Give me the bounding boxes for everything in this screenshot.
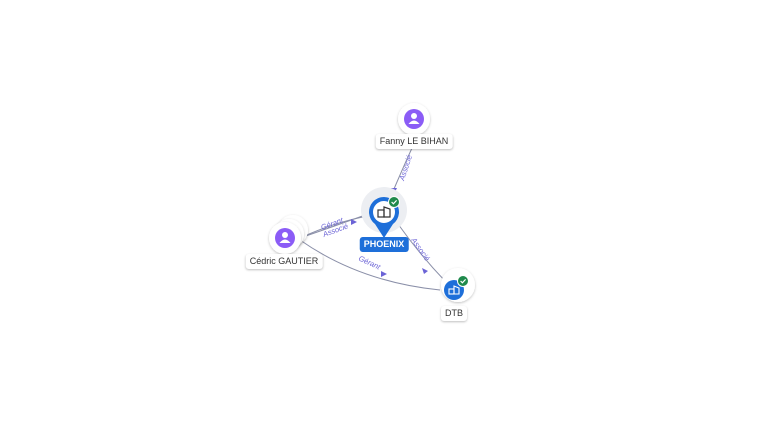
- node-fanny[interactable]: [398, 103, 430, 135]
- person-icon: [404, 109, 424, 129]
- edge-phoenix-dtb[interactable]: [397, 223, 447, 283]
- edge-cedric-dtb[interactable]: [299, 239, 441, 291]
- node-dtb[interactable]: [441, 268, 475, 302]
- node-label-dtb[interactable]: DTB: [441, 306, 467, 321]
- node-label-fanny[interactable]: Fanny LE BIHAN: [375, 134, 453, 149]
- building-icon: [377, 206, 391, 218]
- person-icon: [275, 228, 295, 248]
- edge-label-fanny-phoenix: Associé: [397, 154, 414, 183]
- arrow-phoenix-dtb: [422, 268, 428, 274]
- check-badge-icon: [388, 196, 400, 208]
- check-badge-icon: [457, 275, 469, 287]
- edge-label-phoenix-dtb: Associé: [409, 235, 432, 262]
- node-label-phoenix[interactable]: PHOENIX: [359, 237, 409, 252]
- node-phoenix[interactable]: [361, 187, 407, 238]
- arrow-cedric-phoenix: [351, 219, 357, 225]
- edge-label-cedric-dtb: Gérant: [357, 254, 382, 272]
- arrow-cedric-dtb: [381, 271, 387, 277]
- node-label-cedric[interactable]: Cédric GAUTIER: [245, 254, 323, 269]
- node-cedric[interactable]: [269, 215, 308, 254]
